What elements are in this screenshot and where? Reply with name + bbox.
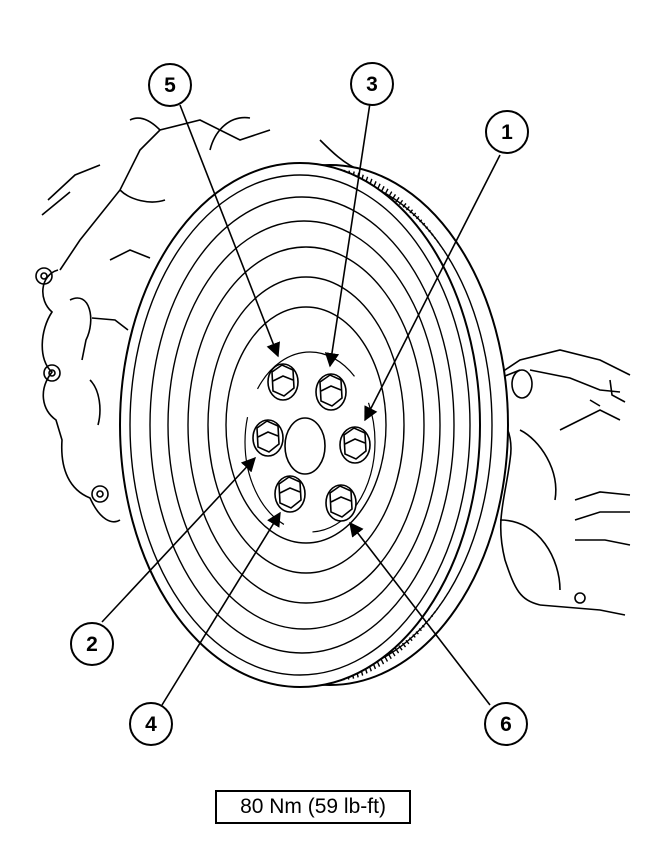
bolt-right bbox=[339, 426, 371, 464]
callout-2: 2 bbox=[70, 622, 114, 666]
callouts: 5 3 1 2 4 6 bbox=[70, 62, 529, 746]
callout-1: 1 bbox=[485, 110, 529, 154]
torque-spec-box: 80 Nm (59 lb-ft) bbox=[215, 790, 411, 824]
arrow-3 bbox=[324, 102, 371, 368]
callout-4: 4 bbox=[129, 702, 173, 746]
bolt-lower-right bbox=[325, 484, 357, 522]
callout-6: 6 bbox=[484, 702, 528, 746]
bolt-left bbox=[252, 419, 284, 457]
callout-3: 3 bbox=[350, 62, 394, 106]
flywheel bbox=[119, 162, 509, 688]
callout-6-label: 6 bbox=[500, 713, 512, 736]
arrow-1 bbox=[364, 154, 501, 422]
callout-5: 5 bbox=[148, 63, 192, 107]
leader-arrows bbox=[101, 102, 501, 706]
bolts bbox=[252, 363, 371, 522]
arrow-6 bbox=[349, 521, 491, 706]
arrow-2 bbox=[101, 456, 256, 623]
arrow-4 bbox=[161, 511, 281, 706]
bolt-upper-left bbox=[267, 363, 299, 401]
arrow-5 bbox=[179, 104, 280, 358]
center-hole bbox=[284, 417, 326, 475]
torque-spec-text: 80 Nm (59 lb-ft) bbox=[240, 795, 386, 818]
bolt-lower-left bbox=[274, 475, 306, 513]
callout-3-label: 3 bbox=[366, 73, 378, 96]
callout-5-label: 5 bbox=[164, 74, 176, 97]
callout-1-label: 1 bbox=[501, 121, 513, 144]
callout-2-label: 2 bbox=[86, 633, 98, 656]
bolt-upper-right bbox=[315, 373, 347, 411]
callout-4-label: 4 bbox=[145, 713, 157, 736]
